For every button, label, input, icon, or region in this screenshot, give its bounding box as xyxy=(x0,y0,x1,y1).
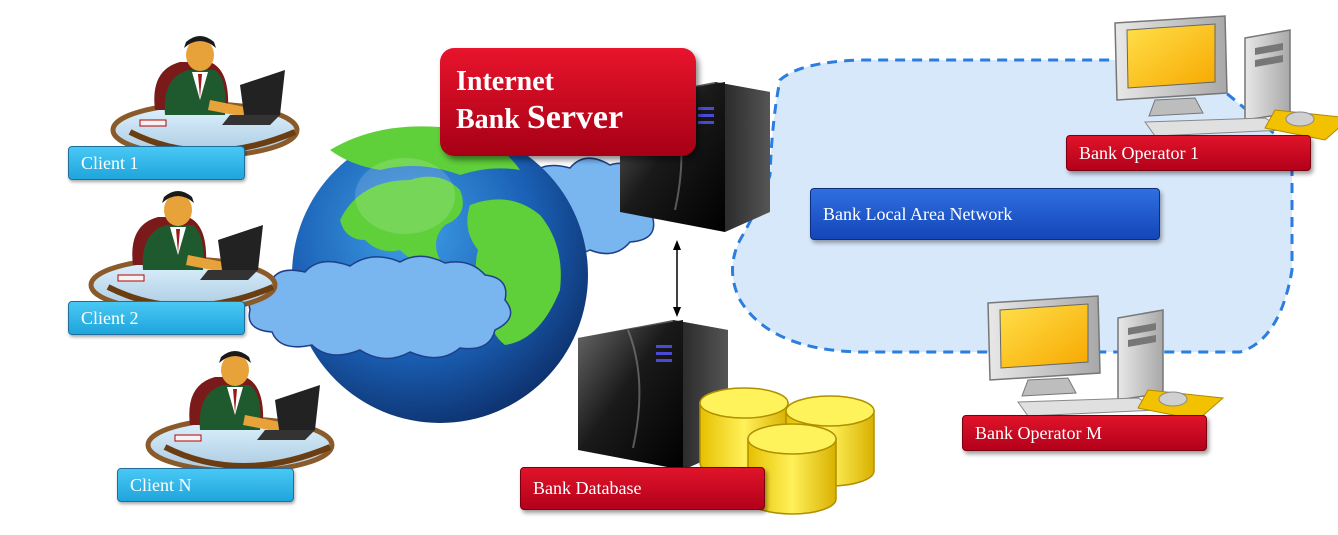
server-database-link-arrow xyxy=(673,240,681,317)
client-2-label: Client 2 xyxy=(68,301,245,335)
server-title-line1: Internet xyxy=(456,66,554,97)
client-1-person-icon xyxy=(113,36,297,156)
internet-bank-server-title: Internet Bank Server xyxy=(440,48,696,156)
server-title-emphasis: Server xyxy=(526,99,624,136)
server-title-line2: Bank Server xyxy=(456,98,696,140)
bank-operator-m-label: Bank Operator M xyxy=(962,415,1207,451)
bank-database-label: Bank Database xyxy=(520,467,765,510)
client-1-label: Client 1 xyxy=(68,146,245,180)
client-n-label: Client N xyxy=(117,468,294,502)
client-n-person-icon xyxy=(148,351,332,471)
client-2-person-icon xyxy=(91,191,275,311)
server-title-prefix: Bank xyxy=(456,104,527,135)
bank-lan-label: Bank Local Area Network xyxy=(810,188,1160,240)
cloud-icon xyxy=(248,255,512,360)
bank-operator-1-label: Bank Operator 1 xyxy=(1066,135,1311,171)
operator-1-desktop-computer-icon xyxy=(1114,15,1338,141)
